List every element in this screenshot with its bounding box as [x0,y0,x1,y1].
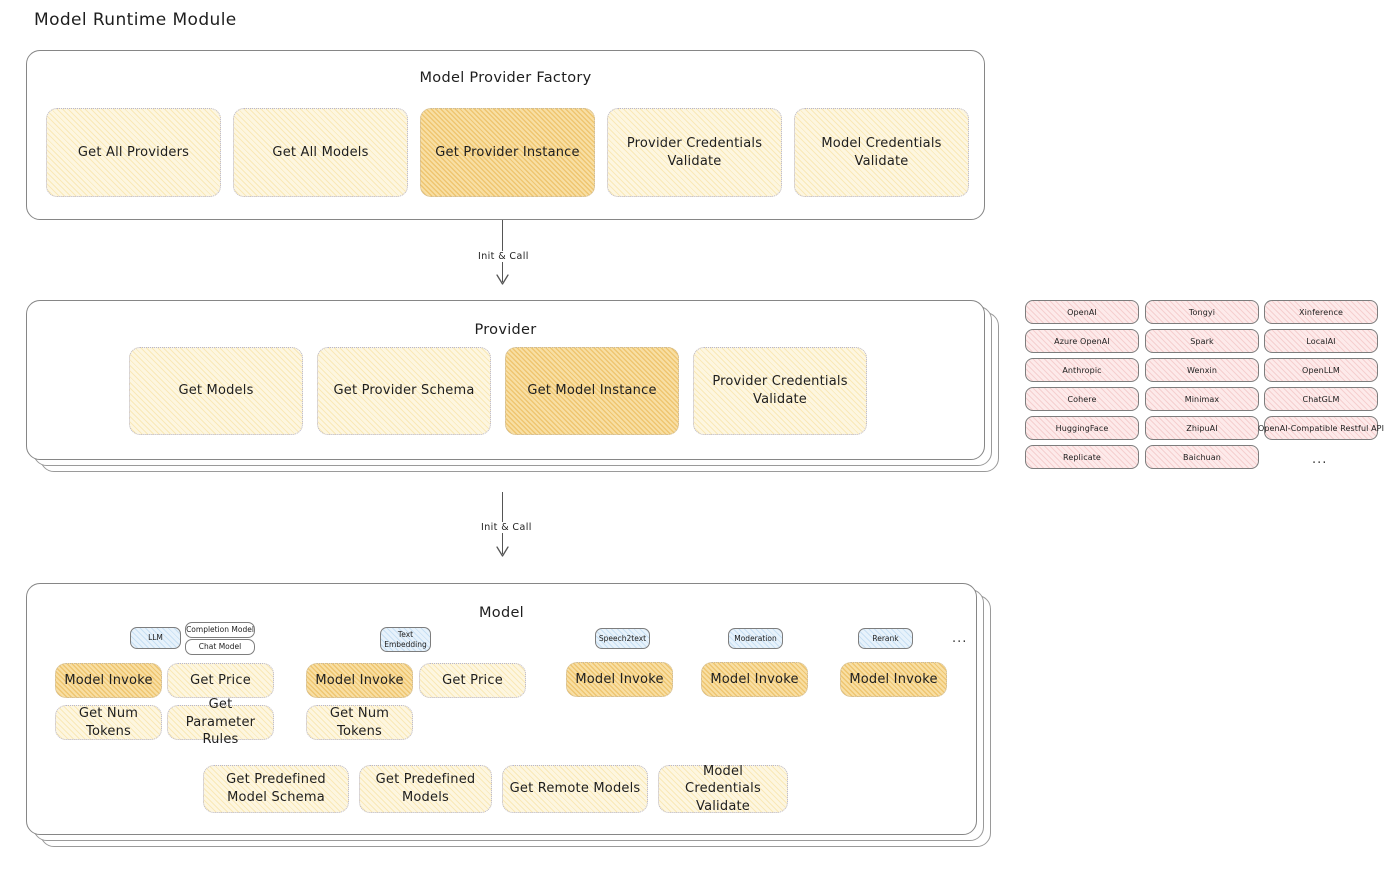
model-card-text-embedding-get-num-tokens[interactable]: Get Num Tokens [306,705,413,740]
model-card-llm-get-parameter-rules[interactable]: Get Parameter Rules [167,697,274,747]
factory-card-get-all-providers[interactable]: Get All Providers [46,108,221,197]
arrow-provider-to-model-head [496,546,509,557]
provider-card-get-models[interactable]: Get Models [129,347,303,435]
provider-chip-wenxin[interactable]: Wenxin [1145,358,1259,382]
provider-chip-anthropic[interactable]: Anthropic [1025,358,1139,382]
provider-chip-zhipuai[interactable]: ZhipuAI [1145,416,1259,440]
model-types-more: ... [952,631,968,646]
arrow-factory-to-provider-head [496,274,509,285]
provider-card-provider-credentials-validate[interactable]: Provider Credentials Validate [693,347,867,435]
model-card-text-embedding-get-price[interactable]: Get Price [419,663,526,698]
model-type-sub-badge-completion-model[interactable]: Completion Model [185,622,255,638]
model-type-sub-badge-chat-model[interactable]: Chat Model [185,639,255,655]
model-provider-factory-title: Model Provider Factory [419,70,592,86]
factory-card-get-provider-instance[interactable]: Get Provider Instance [420,108,595,197]
model-type-badge-rerank[interactable]: Rerank [858,628,913,649]
model-type-badge-llm[interactable]: LLM [130,627,181,649]
factory-card-get-all-models[interactable]: Get All Models [233,108,408,197]
model-title: Model [478,605,525,621]
provider-chip-cohere[interactable]: Cohere [1025,387,1139,411]
provider-chip-openai[interactable]: OpenAI [1025,300,1139,324]
provider-chip-openllm[interactable]: OpenLLM [1264,358,1378,382]
model-card-get-predefined-model-schema[interactable]: Get Predefined Model Schema [203,765,349,813]
provider-chip-replicate[interactable]: Replicate [1025,445,1139,469]
model-type-badge-text-embedding[interactable]: Text Embedding [380,627,431,652]
provider-list-more: ... [1312,452,1328,467]
model-type-badge-moderation[interactable]: Moderation [728,628,783,649]
model-card-get-remote-models[interactable]: Get Remote Models [502,765,648,813]
provider-chip-azure-openai[interactable]: Azure OpenAI [1025,329,1139,353]
provider-chip-huggingface[interactable]: HuggingFace [1025,416,1139,440]
model-card-llm-get-num-tokens[interactable]: Get Num Tokens [55,705,162,740]
provider-chip-localai[interactable]: LocalAI [1264,329,1378,353]
provider-panel: Provider Get Models Get Provider Schema … [26,300,985,460]
model-card-speech2text-model-invoke[interactable]: Model Invoke [566,662,673,697]
model-provider-factory-panel: Model Provider Factory Get All Providers… [26,50,985,220]
provider-chip-spark[interactable]: Spark [1145,329,1259,353]
arrow-provider-to-model-label: Init & Call [478,522,535,533]
provider-chip-tongyi[interactable]: Tongyi [1145,300,1259,324]
provider-title: Provider [474,322,537,338]
factory-card-provider-credentials-validate[interactable]: Provider Credentials Validate [607,108,782,197]
factory-card-model-credentials-validate[interactable]: Model Credentials Validate [794,108,969,197]
provider-chip-baichuan[interactable]: Baichuan [1145,445,1259,469]
provider-chip-openai-compatible-restful-api[interactable]: OpenAI-Compatible Restful API [1258,416,1384,440]
model-card-model-credentials-validate[interactable]: Model Credentials Validate [658,764,788,814]
provider-card-get-provider-schema[interactable]: Get Provider Schema [317,347,491,435]
provider-chip-chatglm[interactable]: ChatGLM [1264,387,1378,411]
model-card-moderation-model-invoke[interactable]: Model Invoke [701,662,808,697]
provider-chip-minimax[interactable]: Minimax [1145,387,1259,411]
model-card-rerank-model-invoke[interactable]: Model Invoke [840,662,947,697]
page-title: Model Runtime Module [34,10,237,30]
provider-card-get-model-instance[interactable]: Get Model Instance [505,347,679,435]
model-card-llm-get-price[interactable]: Get Price [167,663,274,698]
model-type-badge-speech2text[interactable]: Speech2text [595,628,650,649]
arrow-factory-to-provider-label: Init & Call [475,251,532,262]
model-card-llm-model-invoke[interactable]: Model Invoke [55,663,162,698]
provider-chip-xinference[interactable]: Xinference [1264,300,1378,324]
model-card-get-predefined-models[interactable]: Get Predefined Models [359,765,492,813]
model-card-text-embedding-model-invoke[interactable]: Model Invoke [306,663,413,698]
